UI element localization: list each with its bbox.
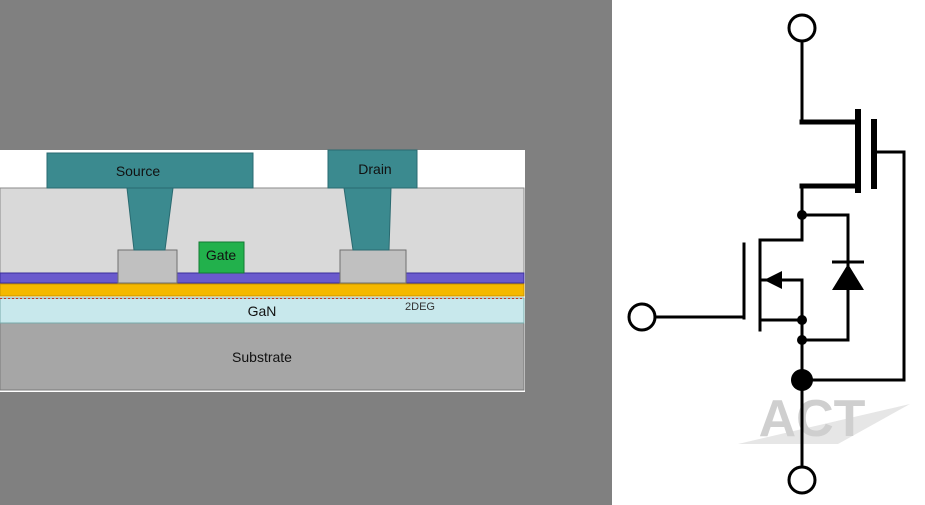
gan-label: GaN	[248, 303, 277, 319]
hemt-cross-section: Source Drain Gate GaN 2DEG Substrate	[0, 149, 525, 392]
source-ohmic-contact	[117, 249, 178, 284]
substrate-layer	[0, 322, 525, 391]
drain-pad	[327, 149, 418, 189]
gate-electrode	[198, 241, 245, 274]
algan-layer	[0, 283, 525, 297]
twodeg-label: 2DEG	[405, 301, 435, 313]
drain-label: Drain	[358, 161, 391, 177]
substrate-label: Substrate	[232, 349, 292, 365]
dielectric-layer	[0, 187, 525, 277]
source-pad	[46, 152, 254, 189]
source-label: Source	[116, 163, 161, 179]
passivation-middle	[172, 272, 344, 284]
gate-label: Gate	[206, 247, 237, 263]
source-via	[126, 187, 174, 251]
drain-ohmic-contact	[339, 249, 407, 284]
schematic-panel	[612, 0, 925, 505]
passivation-right	[402, 272, 525, 284]
passivation-left	[0, 272, 123, 284]
